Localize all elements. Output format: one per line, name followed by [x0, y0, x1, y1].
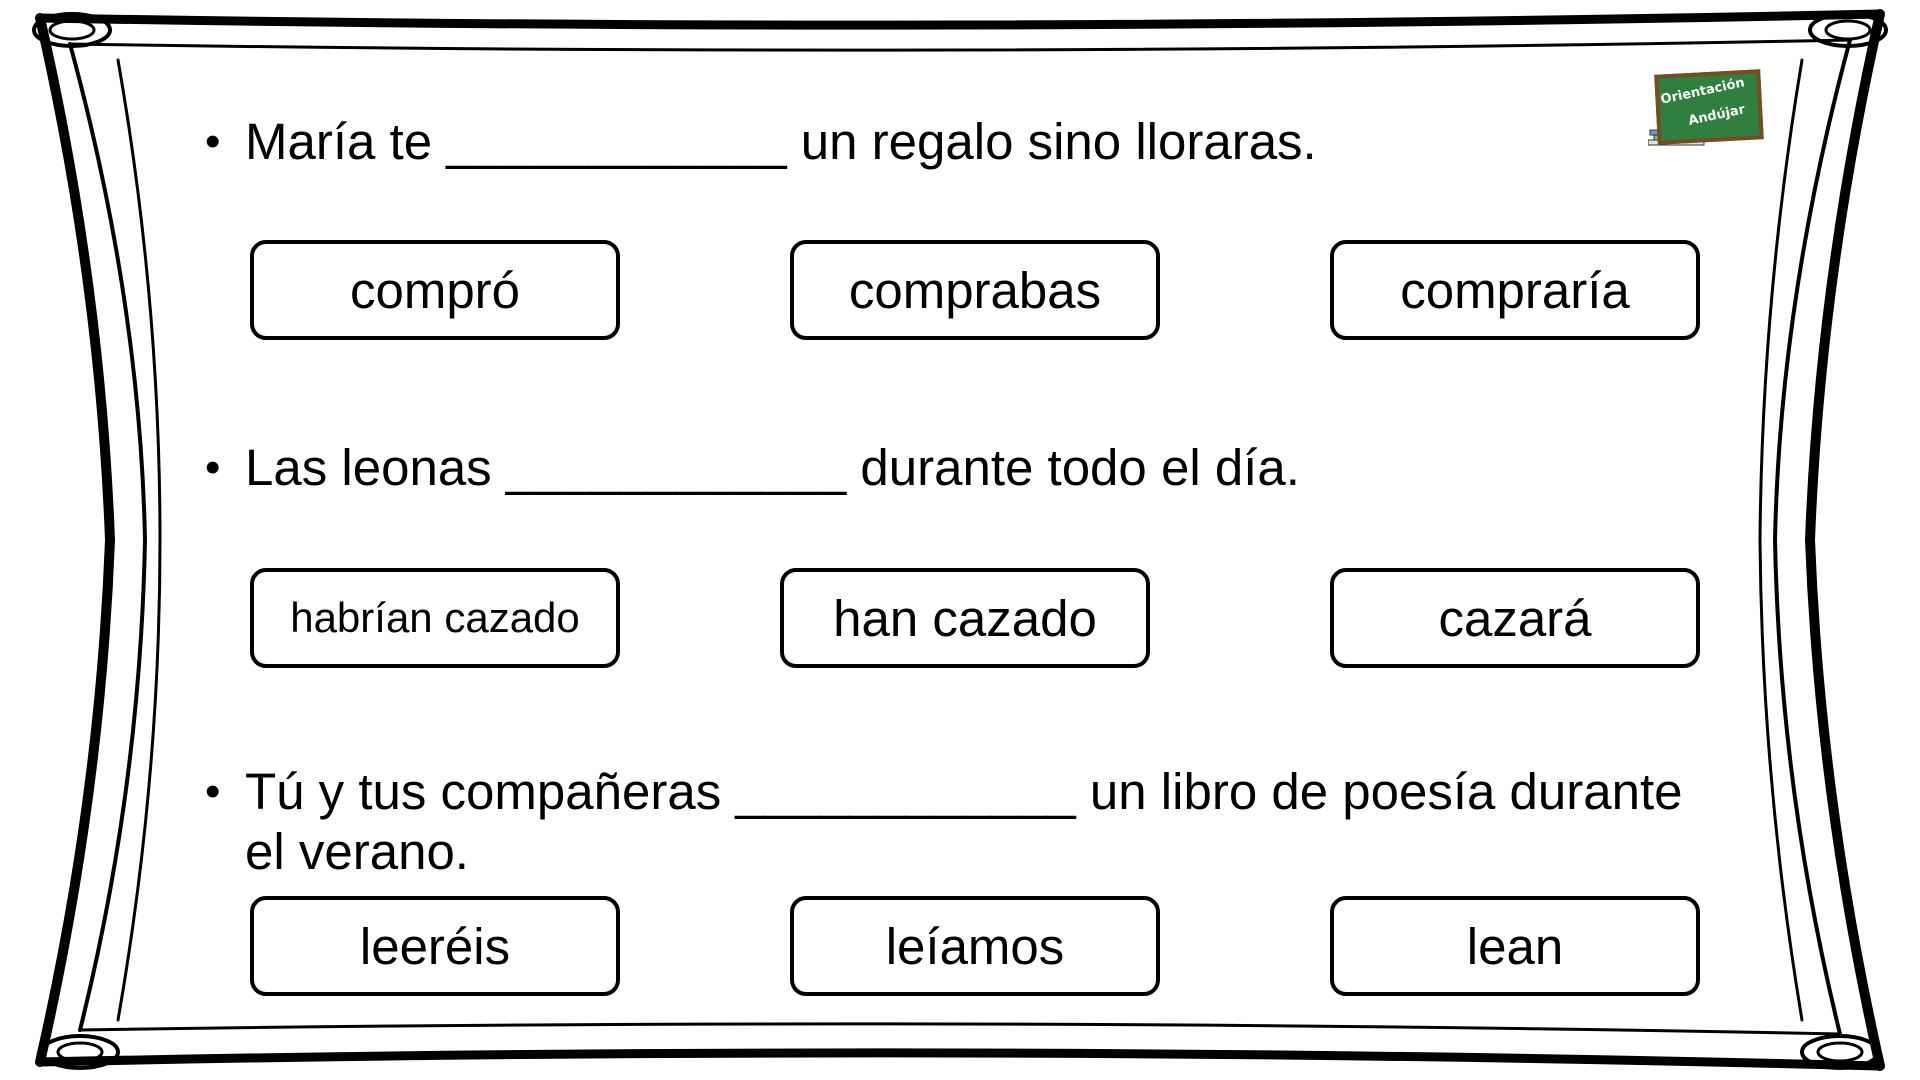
option-button[interactable]: han cazado [780, 568, 1150, 668]
option-button[interactable]: leíamos [790, 896, 1160, 996]
option-button[interactable]: lean [1330, 896, 1700, 996]
option-button[interactable]: compró [250, 240, 620, 340]
bullet: • [205, 117, 221, 166]
question-text: Tú y tus compañeras ____________ un libr… [245, 763, 1683, 880]
orientacion-andujar-logo: Orientación Andújar [1648, 68, 1766, 150]
question-3: • Tú y tus compañeras ____________ un li… [205, 762, 1685, 882]
bullet: • [205, 443, 221, 492]
question-1: • María te ____________ un regalo sino l… [205, 112, 1685, 172]
question-2: • Las leonas ____________ durante todo e… [205, 438, 1685, 498]
option-button[interactable]: compraría [1330, 240, 1700, 340]
option-button[interactable]: comprabas [790, 240, 1160, 340]
question-text: María te ____________ un regalo sino llo… [245, 113, 1317, 170]
question-text: Las leonas ____________ durante todo el … [245, 439, 1300, 496]
option-button[interactable]: cazará [1330, 568, 1700, 668]
bullet: • [205, 767, 221, 816]
option-button[interactable]: habrían cazado [250, 568, 620, 668]
option-button[interactable]: leeréis [250, 896, 620, 996]
